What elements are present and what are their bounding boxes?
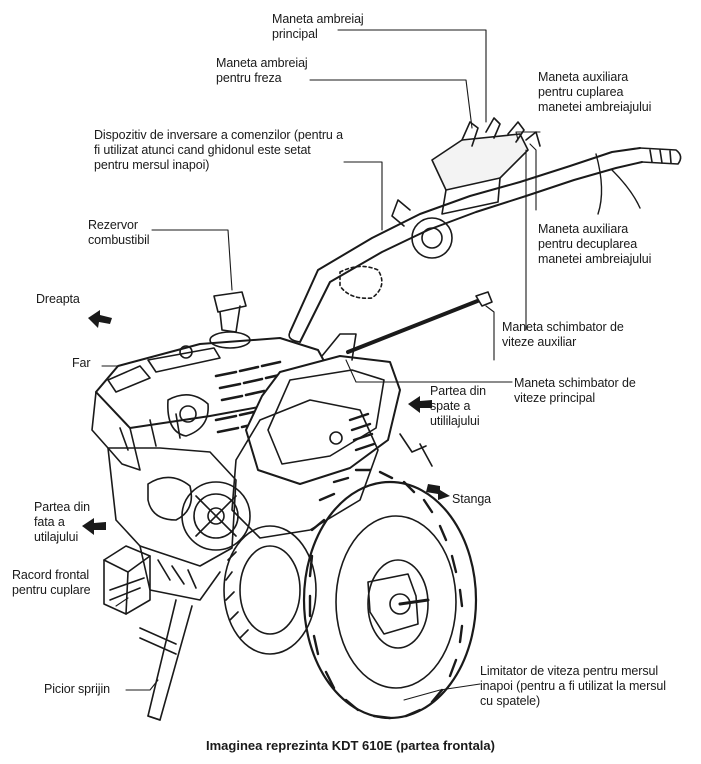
label-tiller-clutch-lever: Maneta ambreiaj pentru freza [216,56,308,85]
handlebar [288,117,682,343]
label-aux-gear-lever: Maneta schimbator de viteze auxiliar [502,320,624,349]
label-main-clutch-lever: Maneta ambreiaj principal [272,12,364,41]
gear-lever [346,291,493,354]
label-left-direction: Stanga [452,492,492,506]
label-right-direction: Dreapta [36,292,80,306]
main-wheel [302,433,478,720]
label-fuel-tank: Rezervor combustibil [88,218,150,247]
gearbox [231,333,401,539]
label-aux-disengage-lever: Maneta auxiliara pentru decuplarea manet… [538,222,652,266]
label-speed-limiter: Limitator de viteza pentru mersul inapoi… [480,664,666,708]
arrow-rear-direction-icon [408,396,432,413]
front-coupling [103,545,151,615]
label-rear-part: Partea din spate a utililajului [430,384,486,428]
leader-lines [101,29,541,701]
figure-caption: Imaginea reprezinta KDT 610E (partea fro… [206,738,495,753]
label-main-gear-lever: Maneta schimbator de viteze principal [514,376,636,405]
label-front-coupling: Racord frontal pentru cuplare [12,568,91,597]
label-front-part: Partea din fata a utilajului [34,500,90,544]
label-aux-engage-lever: Maneta auxiliara pentru cuplarea manetei… [538,70,652,114]
arrow-front-direction-icon [82,518,106,535]
engine-front [107,447,251,601]
label-support-leg: Picior sprijin [44,682,110,696]
direction-arrows [82,310,450,535]
label-headlight: Far [72,356,91,370]
rear-left-wheel [223,525,317,655]
support-leg [139,599,193,721]
arrow-left-direction-icon [426,484,450,500]
label-reverser-device: Dispozitiv de inversare a comenzilor (pe… [94,128,343,172]
arrow-right-direction-icon [88,310,112,328]
